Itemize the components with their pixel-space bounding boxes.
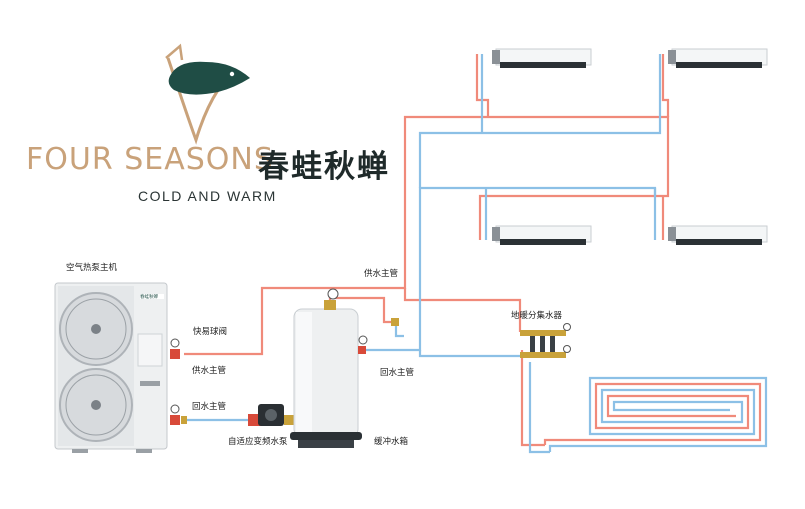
brand-name-cn: 春蛙秋蝉 bbox=[258, 149, 390, 185]
fan-coil-unit-4 bbox=[668, 225, 768, 245]
label-supply-main-left: 供水主管 bbox=[192, 366, 227, 376]
label-heat-pump-unit: 空气热泵主机 bbox=[66, 263, 118, 273]
buffer-tank bbox=[290, 288, 368, 448]
pump-icon bbox=[248, 404, 294, 426]
label-supply-main-top: 供水主管 bbox=[364, 269, 399, 279]
fan-coil-unit-2 bbox=[668, 48, 768, 68]
return-pipes bbox=[184, 54, 768, 454]
unit-badge: 春蛙秋蝉 bbox=[140, 293, 158, 300]
label-return-main-left: 回水主管 bbox=[192, 402, 227, 412]
brand-name-en: FOUR SEASONS bbox=[26, 142, 274, 177]
quick-ball-valve-icon bbox=[170, 338, 180, 359]
floor-manifold bbox=[520, 323, 571, 358]
tank-valve-icon bbox=[391, 318, 399, 326]
fan-coil-unit-3 bbox=[492, 225, 592, 245]
label-return-main-right: 回水主管 bbox=[380, 368, 415, 378]
logo-icon bbox=[165, 43, 250, 145]
heat-pump-unit bbox=[54, 282, 168, 453]
label-buffer-tank: 缓冲水箱 bbox=[374, 437, 409, 447]
label-pump: 自适应变频水泵 bbox=[228, 437, 288, 447]
supply-pipes bbox=[184, 54, 762, 447]
return-valve-icon bbox=[170, 404, 187, 425]
brand-tagline: COLD AND WARM bbox=[138, 188, 277, 204]
fan-coil-unit-1 bbox=[492, 48, 592, 68]
supply-main-top-line bbox=[184, 115, 670, 356]
label-quick-ball-valve: 快易球阀 bbox=[193, 327, 228, 337]
label-floor-manifold: 地暖分集水器 bbox=[511, 311, 563, 321]
